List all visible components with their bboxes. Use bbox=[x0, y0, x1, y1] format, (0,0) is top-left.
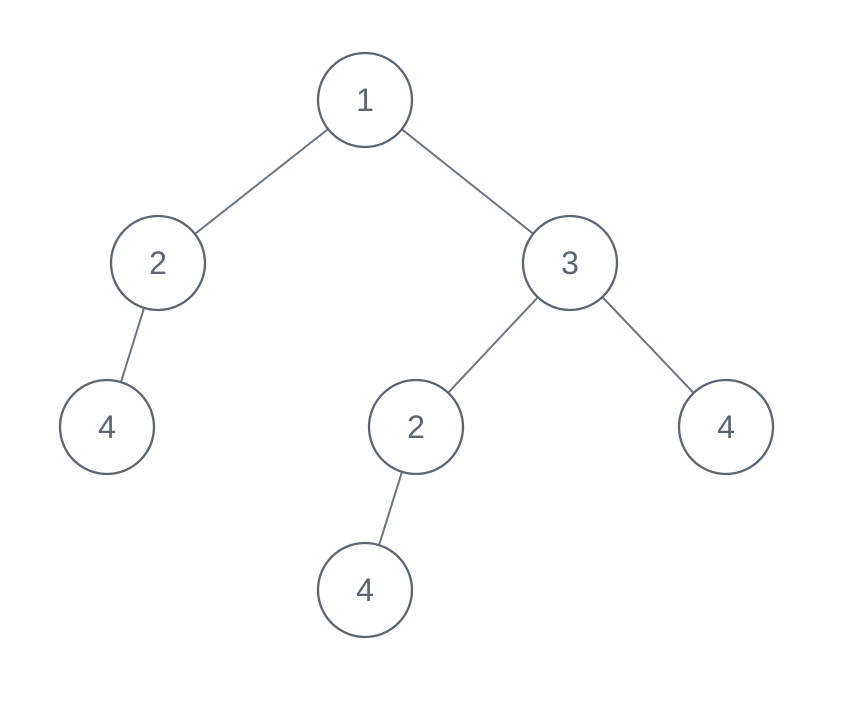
node-circle bbox=[109, 214, 207, 312]
node-circle bbox=[367, 378, 465, 476]
node-circle bbox=[521, 214, 619, 312]
tree-node-n-left-left: 4 bbox=[58, 378, 156, 476]
node-value-label: 4 bbox=[717, 409, 735, 445]
node-circle bbox=[58, 378, 156, 476]
node-value-label: 1 bbox=[356, 82, 374, 118]
node-value-label: 2 bbox=[149, 245, 167, 281]
node-value-label: 4 bbox=[98, 409, 116, 445]
node-value-label: 4 bbox=[356, 572, 374, 608]
tree-node-n-right-left: 2 bbox=[367, 378, 465, 476]
node-circle bbox=[316, 51, 414, 149]
node-value-label: 3 bbox=[561, 245, 579, 281]
tree-node-n-right: 3 bbox=[521, 214, 619, 312]
tree-node-n-left: 2 bbox=[109, 214, 207, 312]
tree-node-n-right-right: 4 bbox=[677, 378, 775, 476]
tree-node-n-root: 1 bbox=[316, 51, 414, 149]
node-circle bbox=[316, 541, 414, 639]
node-value-label: 2 bbox=[407, 409, 425, 445]
tree-node-n-rl-left: 4 bbox=[316, 541, 414, 639]
node-circle bbox=[677, 378, 775, 476]
